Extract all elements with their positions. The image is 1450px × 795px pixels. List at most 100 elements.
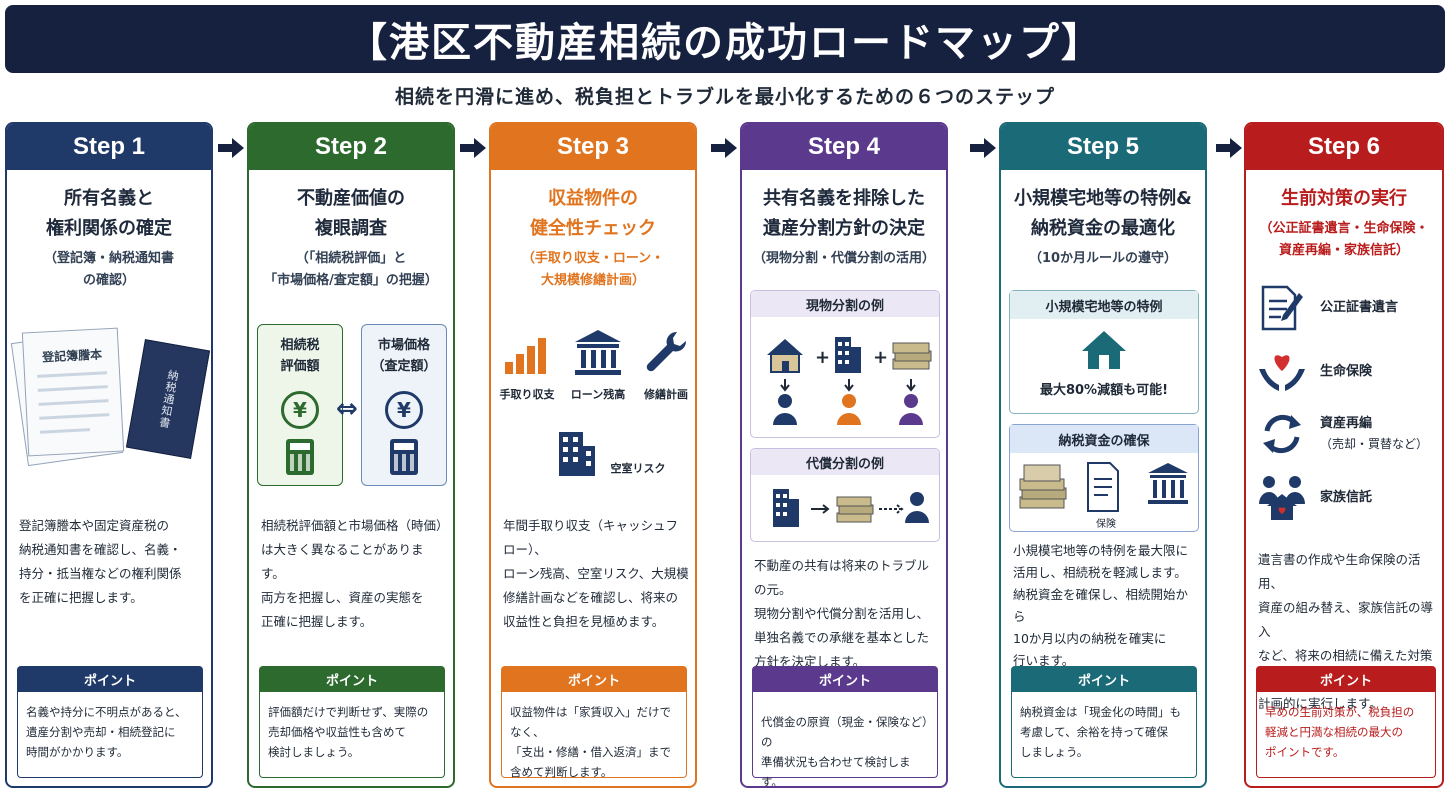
- compensation-division-header: 代償分割の例: [751, 449, 939, 475]
- arrow-right-icon: [970, 138, 996, 158]
- wrench-icon: [646, 331, 687, 372]
- life-insurance-item: 生命保険: [1256, 346, 1442, 398]
- svg-text:+: +: [873, 347, 888, 368]
- registry-doc-label: 登記簿謄本: [41, 347, 103, 365]
- tax-notice-book-icon: 納税通知書: [125, 339, 211, 459]
- point-header: ポイント: [17, 666, 203, 692]
- wrench-label: 修繕計画: [644, 388, 688, 401]
- step-2-title: 不動産価値の複眼調査: [297, 188, 405, 239]
- tax-fund-header: 納税資金の確保: [1010, 425, 1198, 453]
- title-bar: 【港区不動産相続の成功ロードマップ】: [5, 5, 1445, 73]
- point-header: ポイント: [501, 666, 687, 692]
- will-icon: [1261, 285, 1303, 331]
- step-3-header: Step 3: [491, 124, 695, 170]
- bank-label: ローン残高: [570, 388, 626, 401]
- family-trust-item: 家族信託: [1256, 472, 1442, 524]
- step-6-title: 生前対策の実行: [1281, 188, 1407, 209]
- point-body: 代償金の原資（現金・保険など）の準備状況も合わせて検討します。: [752, 692, 938, 786]
- arrow-right-icon: [1216, 138, 1242, 158]
- heir-icon: [773, 394, 797, 425]
- heir-icon: [905, 492, 929, 523]
- house-icon: [767, 339, 803, 373]
- step-3-subtitle: （手取り収支・ローン・大規模修繕計画）: [521, 251, 665, 288]
- step-4-title: 共有名義を排除した遺産分割方針の決定: [763, 188, 925, 239]
- step-5-subtitle: （10か月ルールの遵守）: [1028, 251, 1178, 266]
- step-6-point: ポイント 早めの生前対策が、税負担の軽減と円満な相続の最大のポイントです。: [1256, 666, 1436, 778]
- step-2-description: 相続税評価額と市場価格（時価）は大きく異なることがあります。 両方を把握し、資産…: [261, 518, 449, 629]
- tax-notice-label: 納税通知書: [156, 368, 181, 430]
- step-5-header: Step 5: [1001, 124, 1205, 170]
- step-2-card: Step 2 不動産価値の複眼調査 （「相続税評価」と「市場価格/査定額」の把握…: [247, 122, 455, 788]
- in-kind-division-example: 現物分割の例 + +: [750, 290, 940, 438]
- step-1-subtitle: （登記簿・納税通知書の確認）: [43, 251, 174, 288]
- step-6-description: 遺言書の作成や生命保険の活用、資産の組み替え、家族信託の導入 など、将来の相続に…: [1258, 552, 1434, 711]
- step-4-card: Step 4 共有名義を排除した遺産分割方針の決定 （現物分割・代償分割の活用）…: [740, 122, 948, 788]
- step-1-header: Step 1: [7, 124, 211, 170]
- point-body: 納税資金は「現金化の時間」も考慮して、余裕を持って確保しましょう。: [1011, 692, 1197, 778]
- step-3-card: Step 3 収益物件の健全性チェック （手取り収支・ローン・大規模修繕計画） …: [489, 122, 697, 788]
- family-trust-icon: [1259, 476, 1305, 520]
- building-label: 空室リスク: [610, 462, 666, 475]
- step-2-header: Step 2: [249, 124, 453, 170]
- step-3-point: ポイント 収益物件は「家賃収入」だけでなく、「支出・修繕・借入返済」まで含めて判…: [501, 666, 687, 779]
- building-icon: [835, 337, 861, 373]
- asset-reorganize-item: 資産再編 （売却・買替など）: [1256, 408, 1442, 460]
- arrow-right-icon: [218, 138, 244, 158]
- step-6-subtitle: （公正証書遺言・生命保険・資産再編・家族信託）: [1259, 221, 1429, 258]
- point-body: 評価額だけで判断せず、実際の売却価格や収益性も含めて検討しましょう。: [259, 692, 445, 778]
- house-icon: [1082, 331, 1126, 369]
- compensation-division-diagram: [773, 489, 929, 527]
- bank-icon: [1148, 463, 1188, 504]
- compensation-division-example: 代償分割の例: [750, 448, 940, 542]
- step-1-point: ポイント 名義や持分に不明点があると、遺産分割や売却・相続登記に時間がかかります…: [17, 666, 203, 778]
- insurance-label: 保険: [1096, 519, 1116, 530]
- step-4-subtitle: （現物分割・代償分割の活用）: [752, 251, 935, 266]
- step-4-description: 不動産の共有は将来のトラブルの元。現物分割や代償分割を活用し、 単独名義での承継…: [754, 558, 930, 669]
- market-price-box: 市場価格（査定額） ¥: [361, 324, 447, 486]
- step-2-subtitle: （「相続税評価」と「市場価格/査定額」の把握）: [264, 251, 438, 288]
- reorganize-label: 資産再編: [1320, 416, 1373, 431]
- svg-text:+: +: [815, 347, 830, 368]
- cash-icon: [892, 342, 932, 370]
- point-header: ポイント: [1256, 666, 1436, 692]
- page-title: 【港区不動産相続の成功ロードマップ】: [347, 19, 1103, 66]
- cash-icon: [1019, 464, 1067, 509]
- tax-fund-box: 納税資金の確保 保険: [1009, 424, 1199, 532]
- building-icon: [773, 489, 799, 527]
- chart-icon: [505, 338, 546, 374]
- reorganize-sub-label: （売却・買替など）: [1320, 437, 1429, 451]
- insurance-label: 生命保険: [1320, 364, 1373, 379]
- step-2-point: ポイント 評価額だけで判断せず、実際の売却価格や収益性も含めて検討しましょう。: [259, 666, 445, 778]
- step-3-description: 年間手取り収支（キャッシュフロー）、ローン残高、空室リスク、大規模 修繕計画など…: [503, 518, 689, 629]
- calculator-icon: [390, 439, 418, 475]
- point-body: 名義や持分に不明点があると、遺産分割や売却・相続登記に時間がかかります。: [17, 692, 203, 778]
- reorganize-icon: [1263, 414, 1301, 454]
- step-3-title: 収益物件の健全性チェック: [530, 188, 656, 239]
- family-trust-label: 家族信託: [1320, 490, 1373, 505]
- heir-icon: [899, 394, 923, 425]
- double-arrow-icon: ⇔: [336, 394, 358, 424]
- building-icon: [559, 432, 595, 476]
- step-5-description: 小規模宅地等の特例を最大限に活用し、相続税を軽減します。 納税資金を確保し、相続…: [1013, 543, 1189, 668]
- calculator-icon: [286, 439, 314, 475]
- in-kind-division-header: 現物分割の例: [751, 291, 939, 317]
- tax-valuation-box: 相続税評価額 ¥: [257, 324, 343, 486]
- cash-icon: [836, 496, 874, 523]
- step-4-header: Step 4: [742, 124, 946, 170]
- will-label: 公正証書遺言: [1320, 300, 1399, 315]
- bank-icon: [575, 330, 621, 375]
- insurance-icon: [1259, 355, 1305, 391]
- arrow-right-icon: [711, 138, 737, 158]
- chart-label: 手取り収支: [499, 388, 555, 401]
- page-subtitle: 相続を円滑に進め、税負担とトラブルを最小化するための６つのステップ: [394, 86, 1055, 108]
- point-header: ポイント: [259, 666, 445, 692]
- heir-icon: [837, 394, 861, 425]
- yen-icon: ¥: [281, 391, 319, 429]
- step-6-header: Step 6: [1246, 124, 1442, 170]
- point-header: ポイント: [752, 666, 938, 692]
- step-6-card: Step 6 生前対策の実行 （公正証書遺言・生命保険・資産再編・家族信託） 公…: [1244, 122, 1444, 788]
- tax-fund-diagram: [1019, 462, 1188, 512]
- small-land-special-header: 小規模宅地等の特例: [1010, 291, 1198, 319]
- reduction-text: 最大80%減額も可能!: [1039, 383, 1169, 398]
- step-5-point: ポイント 納税資金は「現金化の時間」も考慮して、余裕を持って確保しましょう。: [1011, 666, 1197, 778]
